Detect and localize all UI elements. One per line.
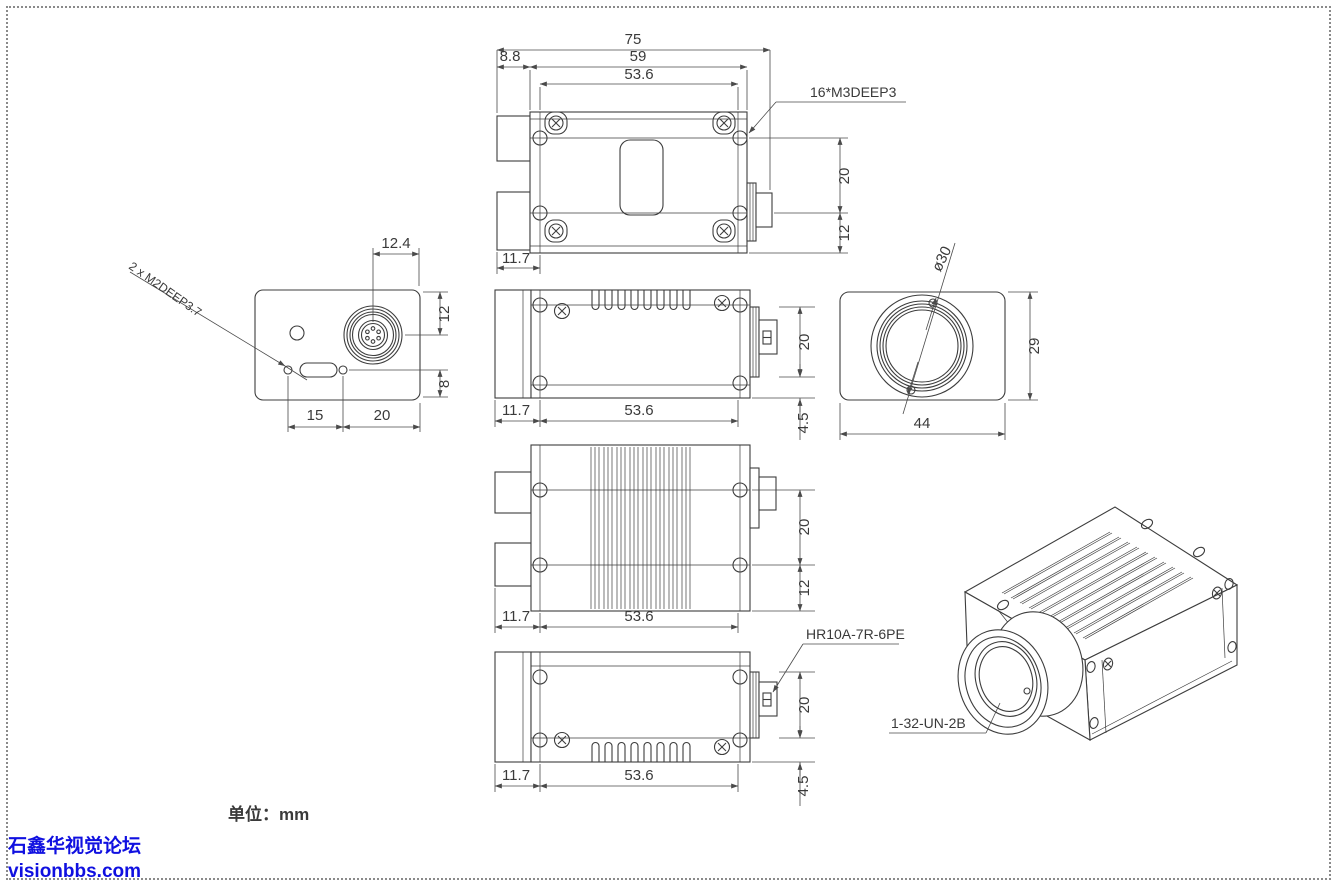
mount-hole-icons <box>532 482 748 573</box>
dim-back-hole-spacing-right: 20 <box>374 407 391 424</box>
dim-sideb-front-depth: 11.7 <box>502 767 530 784</box>
rear-connector <box>746 182 773 242</box>
dim-back-hole-bottom: 8 <box>436 380 453 388</box>
dim-back-connector-top: 12 <box>436 306 453 323</box>
dim-sideb-connector-offset: 4.5 <box>795 776 812 797</box>
back-view: 2 x M2DEEP3.7 12.4 12 8 15 20 <box>126 235 453 432</box>
led-indicator-icon <box>289 325 305 341</box>
dim-front-lens-diameter: ø30 <box>929 244 956 275</box>
dim-topfins-upper-spacing: 20 <box>796 519 813 536</box>
dim-sidea-mount-width: 53.6 <box>624 402 653 419</box>
label-slot <box>299 362 338 378</box>
dim-top-body-width: 59 <box>630 48 647 65</box>
heatsink-fins-top <box>590 447 691 609</box>
m2-hole <box>338 365 348 375</box>
connector-model-label: HR10A-7R-6PE <box>806 626 905 642</box>
dim-back-hole-spacing-left: 15 <box>307 407 324 424</box>
dim-top-total-width: 75 <box>625 31 642 48</box>
dim-top-upper-spacing: 20 <box>836 168 853 185</box>
dim-sidea-connector-offset: 4.5 <box>795 413 812 434</box>
side-view-bottom-fins: HR10A-7R-6PE 20 4.5 11.7 53.6 <box>494 626 905 806</box>
dim-topfins-front-depth: 11.7 <box>502 608 530 625</box>
top-view-dimensions <box>496 47 906 274</box>
screw-note-label: 16*M3DEEP3 <box>810 84 897 100</box>
top-view: 75 8.8 59 53.6 11.7 20 12 16*M3DEEP3 <box>496 31 906 274</box>
watermark-site-url: visionbbs.com <box>8 861 142 882</box>
mount-hole-icons <box>532 130 748 221</box>
dim-sideb-mount-width: 53.6 <box>624 767 653 784</box>
iso-heatsink-fins <box>1001 531 1194 640</box>
dim-topfins-lower-spacing: 12 <box>796 580 813 597</box>
side-b-dimensions <box>494 643 899 806</box>
front-view-dimensions <box>839 242 1038 440</box>
side-a-dimensions <box>494 306 815 440</box>
dim-sidea-connector-height: 20 <box>796 334 813 351</box>
back-view-dimensions <box>129 248 448 432</box>
heatsink-fins <box>591 290 691 311</box>
units-label: 单位：mm <box>228 805 310 824</box>
dim-front-height: 29 <box>1026 338 1043 355</box>
dim-sidea-front-depth: 11.7 <box>502 402 530 419</box>
dim-topfins-mount-width: 53.6 <box>624 608 653 625</box>
top-cover-plate <box>619 139 664 216</box>
mount-hole-icons <box>532 669 748 756</box>
back-screw-note-label: 2 x M2DEEP3.7 <box>126 259 204 320</box>
front-view: ø30 29 44 <box>839 242 1043 440</box>
top-fins-dimensions <box>494 489 815 633</box>
dim-top-mount-offset: 8.8 <box>500 48 521 65</box>
lens-thread-label: 1-32-UN-2B <box>891 715 966 731</box>
watermark-site-name: 石鑫华视觉论坛 <box>8 836 142 857</box>
side-connector <box>749 306 778 378</box>
isometric-view: 1-32-UN-2B <box>889 506 1239 741</box>
dim-sideb-connector-height: 20 <box>796 697 813 714</box>
dim-front-width: 44 <box>914 415 931 432</box>
dim-top-lower-spacing: 12 <box>836 225 853 242</box>
watermark: 石鑫华视觉论坛 visionbbs.com <box>8 834 141 884</box>
dim-top-mount-width: 53.6 <box>624 66 653 83</box>
side-connector <box>749 467 777 529</box>
mount-hole-icons <box>532 294 748 391</box>
iso-lens-leader <box>889 702 1001 734</box>
dim-back-connector-offset: 12.4 <box>381 235 410 252</box>
hirose-connector <box>749 671 778 739</box>
iso-lens <box>957 611 1084 735</box>
side-view-top-fins: 20 4.5 11.7 53.6 <box>494 289 815 440</box>
dim-top-front-depth: 11.7 <box>502 250 530 267</box>
screw-icons <box>544 111 736 243</box>
iso-side-plate <box>1086 578 1237 735</box>
heatsink-fins <box>591 741 691 762</box>
top-view-fins: 20 12 11.7 53.6 <box>494 444 815 633</box>
